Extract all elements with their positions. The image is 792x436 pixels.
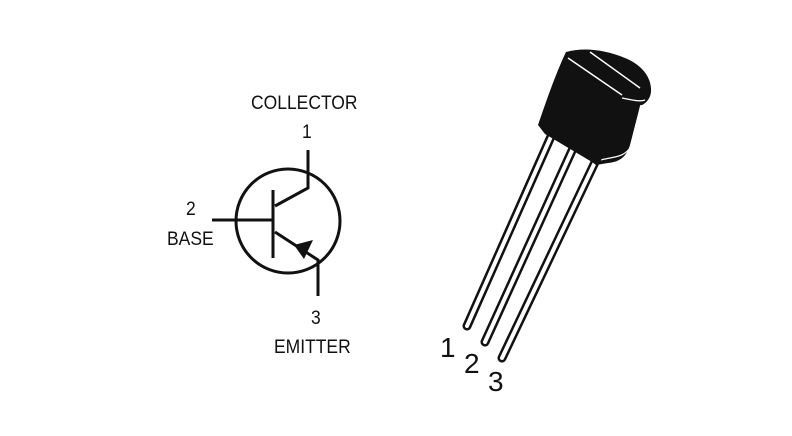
collector-label: COLLECTOR (251, 93, 358, 114)
collector-line (274, 150, 310, 208)
emitter-arrow-icon (294, 240, 313, 259)
package-pin-1-label: 1 (440, 332, 456, 363)
package-leads (462, 127, 602, 363)
collector-pin-number: 1 (302, 122, 312, 143)
package-pin-2-label: 2 (464, 348, 480, 379)
emitter-line (274, 230, 320, 296)
emitter-label: EMITTER (274, 337, 351, 358)
base-pin-number: 2 (186, 199, 196, 220)
package-body (538, 49, 652, 165)
base-label: BASE (167, 229, 214, 250)
emitter-pin-number: 3 (311, 308, 321, 329)
package-pin-3-label: 3 (488, 366, 504, 397)
